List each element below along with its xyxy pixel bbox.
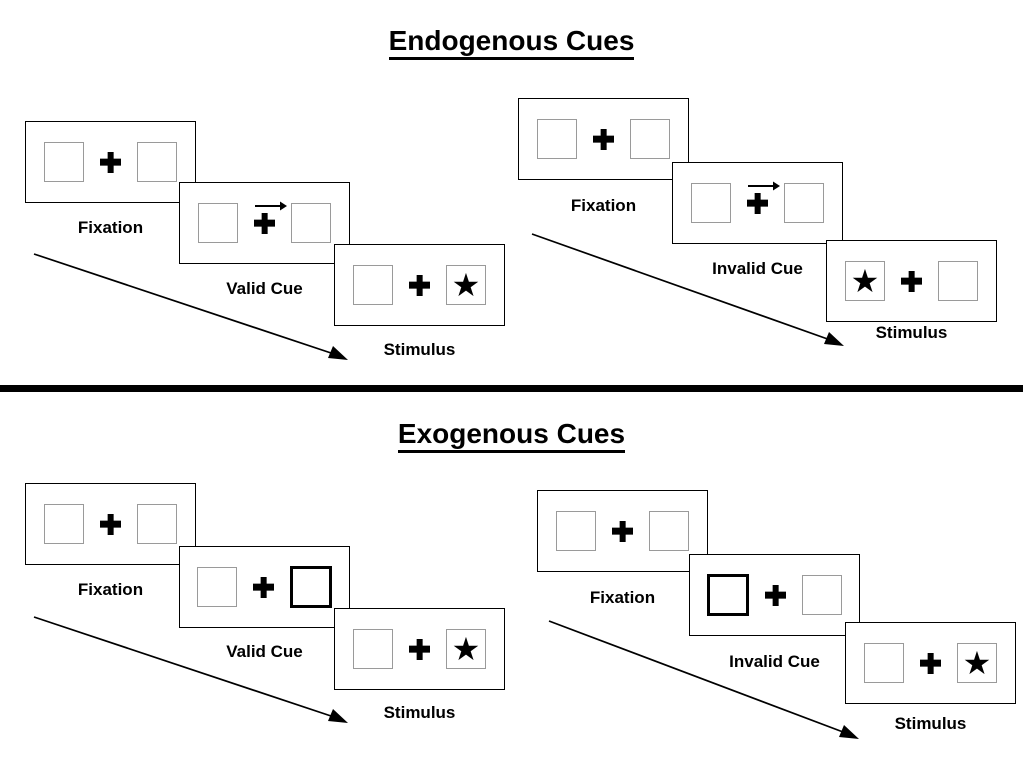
panel-content — [556, 511, 689, 551]
panel-exogenous-invalid-cue — [689, 554, 860, 636]
fixation-cross-icon — [253, 577, 274, 598]
star-target-icon: ★ — [451, 630, 481, 668]
stimulus-box-left — [353, 265, 393, 305]
section-title-exogenous: Exogenous Cues — [0, 418, 1023, 453]
panel-content — [197, 566, 332, 608]
fixation-cross-icon — [409, 639, 430, 660]
section-divider — [0, 385, 1023, 392]
stimulus-box-right — [137, 142, 177, 182]
stimulus-box-right — [630, 119, 670, 159]
stimulus-box-left — [197, 567, 237, 607]
panel-exogenous-valid-cue — [179, 546, 350, 628]
caption-endogenous-valid-cue: Valid Cue — [226, 279, 303, 298]
stimulus-box-left — [44, 142, 84, 182]
panel-exogenous-valid-fixation — [25, 483, 196, 565]
stimulus-box-right: ★ — [446, 265, 486, 305]
star-target-icon: ★ — [451, 266, 481, 304]
section-title-endogenous: Endogenous Cues — [0, 25, 1023, 60]
panel-exogenous-invalid-stimulus: ★ — [845, 622, 1016, 704]
fixation-cross-icon — [920, 653, 941, 674]
panel-content — [198, 201, 331, 243]
fixation-cross-icon — [612, 521, 633, 542]
fixation-cross-icon — [409, 275, 430, 296]
panel-content: ★ — [353, 629, 486, 669]
panel-content: ★ — [353, 265, 486, 305]
caption-exogenous-valid-cue: Valid Cue — [226, 642, 303, 661]
stimulus-box-right — [784, 183, 824, 223]
time-flow-arrow-endogenous-invalid — [531, 233, 844, 346]
panel-exogenous-invalid-fixation — [537, 490, 708, 572]
stimulus-box-left — [556, 511, 596, 551]
arrow-right-cue-icon — [255, 201, 287, 210]
arrow-right-cue-icon — [748, 181, 780, 190]
stimulus-box-right — [291, 203, 331, 243]
panel-endogenous-invalid-fixation — [518, 98, 689, 180]
stimulus-box-left — [864, 643, 904, 683]
caption-endogenous-invalid-fixation: Fixation — [570, 196, 637, 215]
panel-endogenous-valid-stimulus: ★ — [334, 244, 505, 326]
fixation-cross-icon — [254, 213, 275, 234]
panel-endogenous-valid-fixation — [25, 121, 196, 203]
stimulus-box-right-cued — [290, 566, 332, 608]
fixation-cross-icon — [100, 514, 121, 535]
cue-cross-group — [747, 181, 780, 214]
fixation-cross-icon — [901, 271, 922, 292]
star-target-icon: ★ — [850, 262, 880, 300]
caption-endogenous-valid-stimulus: Stimulus — [383, 340, 456, 359]
cue-cross-group — [254, 201, 287, 234]
panel-content — [44, 142, 177, 182]
stimulus-box-right: ★ — [446, 629, 486, 669]
stimulus-box-left — [691, 183, 731, 223]
fixation-cross-icon — [747, 193, 768, 214]
panel-content — [691, 181, 824, 223]
fixation-cross-icon — [765, 585, 786, 606]
stimulus-box-left — [537, 119, 577, 159]
caption-endogenous-invalid-stimulus: Stimulus — [875, 323, 948, 342]
panel-content — [44, 504, 177, 544]
stimulus-box-right: ★ — [957, 643, 997, 683]
panel-endogenous-invalid-cue — [672, 162, 843, 244]
time-flow-arrow-exogenous-valid — [33, 616, 348, 723]
caption-exogenous-invalid-cue: Invalid Cue — [729, 652, 820, 671]
caption-exogenous-valid-stimulus: Stimulus — [383, 703, 456, 722]
panel-content: ★ — [864, 643, 997, 683]
panel-content: ★ — [845, 261, 978, 301]
panel-exogenous-valid-stimulus: ★ — [334, 608, 505, 690]
time-flow-arrow-endogenous-valid — [33, 253, 348, 360]
section-title-endogenous-text: Endogenous Cues — [388, 25, 635, 60]
caption-endogenous-valid-fixation: Fixation — [77, 218, 144, 237]
fixation-cross-icon — [100, 152, 121, 173]
stimulus-box-right — [802, 575, 842, 615]
caption-exogenous-invalid-fixation: Fixation — [589, 588, 656, 607]
caption-exogenous-valid-fixation: Fixation — [77, 580, 144, 599]
caption-endogenous-invalid-cue: Invalid Cue — [712, 259, 803, 278]
star-target-icon: ★ — [962, 644, 992, 682]
stimulus-box-left — [353, 629, 393, 669]
panel-content — [537, 119, 670, 159]
stimulus-box-right — [649, 511, 689, 551]
panel-content — [707, 574, 842, 616]
section-title-exogenous-text: Exogenous Cues — [397, 418, 626, 453]
caption-exogenous-invalid-stimulus: Stimulus — [894, 714, 967, 733]
stimulus-box-left — [198, 203, 238, 243]
fixation-cross-icon — [593, 129, 614, 150]
stimulus-box-right — [938, 261, 978, 301]
stimulus-box-left: ★ — [845, 261, 885, 301]
stimulus-box-left-cued — [707, 574, 749, 616]
stimulus-box-left — [44, 504, 84, 544]
panel-endogenous-invalid-stimulus: ★ — [826, 240, 997, 322]
stimulus-box-right — [137, 504, 177, 544]
panel-endogenous-valid-cue — [179, 182, 350, 264]
